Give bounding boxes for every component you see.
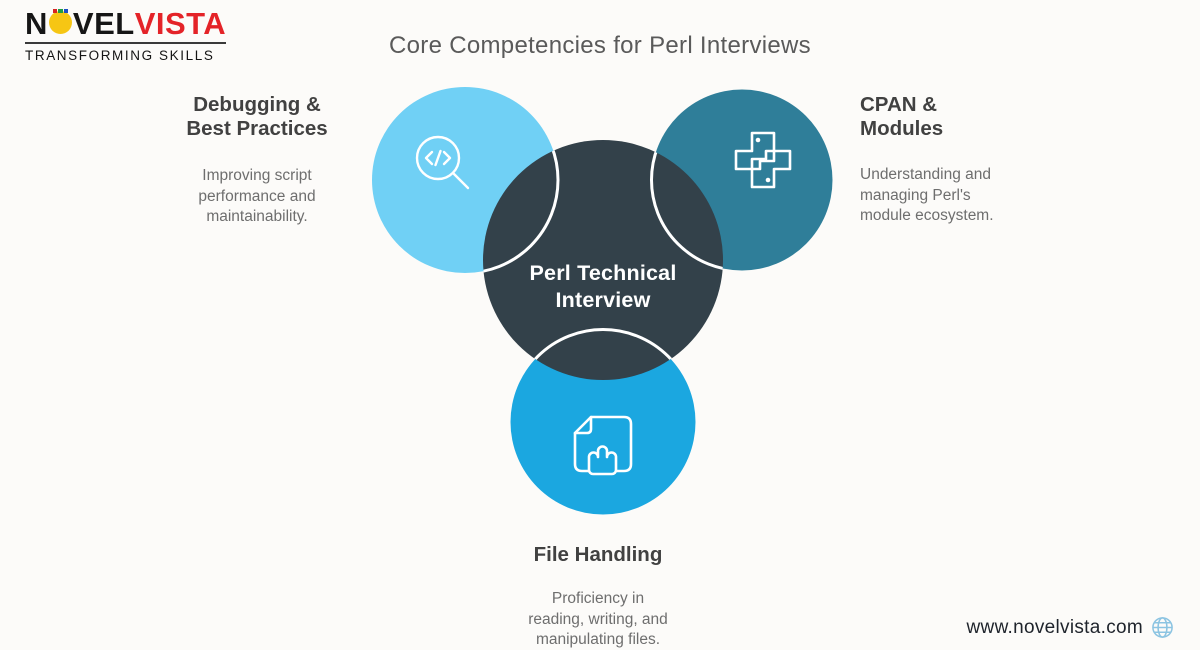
cpan-title: CPAN & Modules: [860, 93, 1060, 141]
debugging-description: Improving script performance and maintai…: [158, 166, 356, 228]
cpan-text-block: CPAN & Modules Understanding and managin…: [860, 93, 1060, 227]
file-handling-desc-line2: reading, writing, and: [528, 610, 668, 628]
debugging-title-line2: Best Practices: [186, 117, 328, 140]
logo-wordmark: N VEL VISTA: [25, 8, 226, 39]
debugging-text-block: Debugging & Best Practices Improving scr…: [158, 93, 356, 228]
cpan-desc-line2: managing Perl's: [860, 186, 971, 204]
file-handling-circle: [510, 329, 696, 515]
globe-icon: [1152, 617, 1173, 638]
footer: www.novelvista.com: [967, 616, 1174, 639]
website-url: www.novelvista.com: [966, 616, 1143, 638]
file-handling-desc-line3: manipulating files.: [535, 631, 661, 648]
logo-text-n: N: [25, 6, 48, 41]
code-search-icon: [415, 135, 470, 190]
cpan-title-line1: CPAN &: [860, 93, 938, 116]
cpan-title-line2: Modules: [860, 117, 944, 140]
cpan-desc-line1: Understanding and: [860, 166, 991, 183]
page-title: Core Competencies for Perl Interviews: [389, 32, 811, 59]
center-label-line1: Perl Technical: [529, 261, 677, 285]
file-handling-desc-line1: Proficiency in: [551, 590, 645, 607]
center-label-line2: Interview: [555, 288, 651, 312]
logo-text-vista: VISTA: [134, 6, 227, 41]
logo-divider: [25, 42, 227, 44]
file-handling-text-block: File Handling Proficiency in reading, wr…: [478, 543, 718, 650]
intersection-arcs: [483, 140, 723, 380]
debugging-desc-line3: maintainability.: [206, 208, 308, 225]
file-hand-icon: [573, 415, 633, 476]
python-icon: [734, 131, 792, 189]
debugging-title-line1: Debugging &: [193, 93, 321, 116]
center-label: Perl Technical Interview: [483, 260, 723, 314]
cpan-description: Understanding and managing Perl's module…: [860, 165, 1060, 227]
debugging-title: Debugging & Best Practices: [158, 93, 356, 141]
file-handling-title: File Handling: [533, 543, 663, 566]
debugging-desc-line2: performance and: [198, 187, 316, 205]
novelvista-logo: N VEL VISTA TRANSFORMING SKILLS: [25, 8, 227, 63]
debugging-desc-line1: Improving script: [202, 167, 312, 184]
lightbulb-icon: [48, 8, 72, 34]
logo-tagline: TRANSFORMING SKILLS: [25, 48, 215, 63]
center-circle: [483, 140, 723, 380]
logo-text-vel: VEL: [72, 6, 135, 41]
file-handling-description: Proficiency in reading, writing, and man…: [478, 589, 718, 650]
cpan-desc-line3: module ecosystem.: [860, 207, 994, 224]
